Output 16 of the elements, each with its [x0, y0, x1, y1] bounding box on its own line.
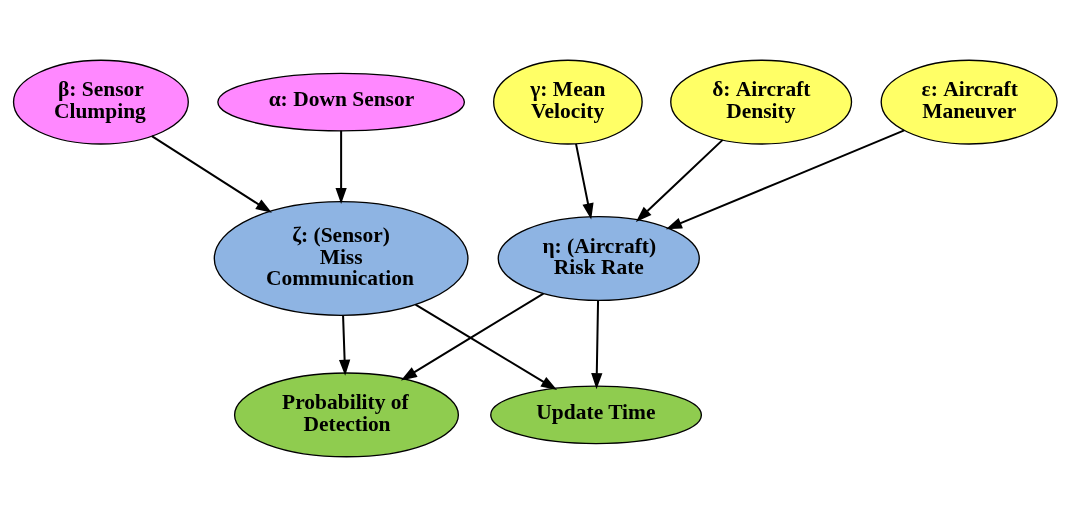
arrow	[575, 143, 594, 220]
arrow	[400, 292, 544, 381]
arrow	[665, 129, 905, 230]
node-ellipse: Update Time	[490, 385, 703, 445]
node-ellipse: β: Sensor Clumping	[12, 59, 189, 145]
arrow	[415, 303, 558, 391]
node-ellipse: γ: Mean Velocity	[493, 59, 643, 145]
arrow	[338, 315, 351, 376]
arrow	[635, 139, 724, 222]
node-ellipse: ε: Aircraft Maneuver	[880, 59, 1058, 145]
node-ellipse: δ: Aircraft Density	[670, 59, 853, 145]
arrow	[151, 135, 272, 213]
node-ellipse: Probability of Detection	[233, 372, 460, 458]
arrow	[335, 130, 347, 205]
arrow	[591, 300, 603, 390]
node-ellipse: α: Down Sensor	[217, 72, 466, 132]
